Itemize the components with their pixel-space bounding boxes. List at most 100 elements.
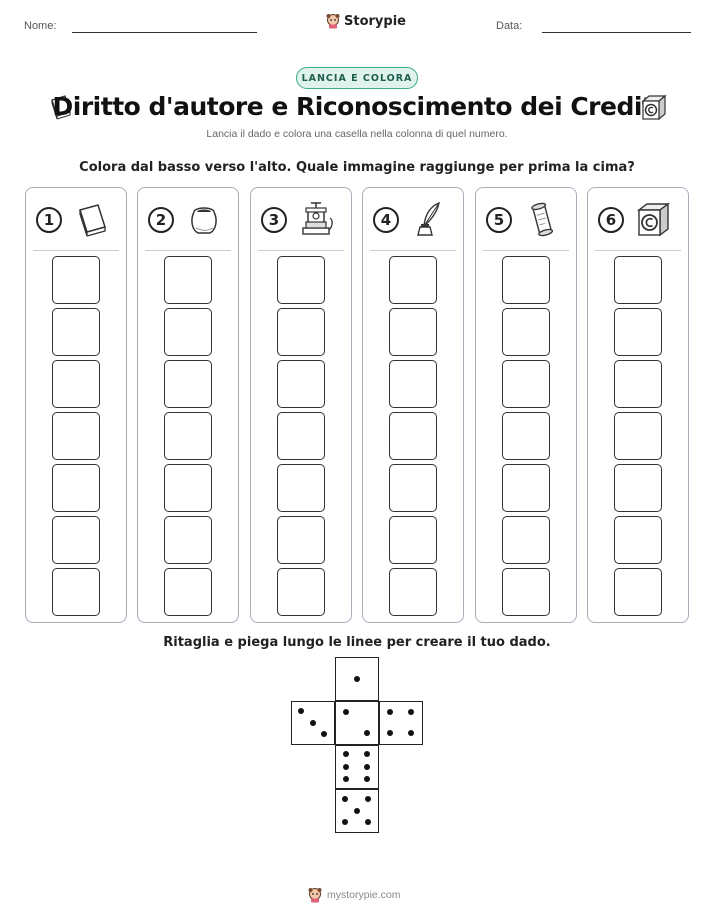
color-box[interactable] [277,412,325,460]
color-box[interactable] [502,308,550,356]
color-box[interactable] [52,464,100,512]
column-header: 3 [251,188,351,250]
color-box[interactable] [52,568,100,616]
page-subtitle: Lancia il dado e colora una casella nell… [206,128,508,140]
color-box[interactable] [277,308,325,356]
quill-inkwell-icon [409,200,449,240]
color-box[interactable] [277,568,325,616]
color-box[interactable] [502,360,550,408]
die-face [335,789,379,833]
die-face [335,745,379,789]
color-box[interactable] [164,516,212,564]
color-box[interactable] [614,516,662,564]
color-box[interactable] [502,412,550,460]
die-pip [363,763,370,770]
footer: mystorypie.com [308,887,401,903]
printing-press-icon [297,200,337,240]
column-header: 6 [588,188,688,250]
column-3: 3 [250,187,352,623]
color-box[interactable] [389,412,437,460]
die-pip [363,751,370,758]
die-number: 5 [486,207,512,233]
color-box[interactable] [164,568,212,616]
die-pip [343,709,350,716]
book-icon [51,95,71,120]
activity-badge: LANCIA E COLORA [296,67,418,89]
die-pip [320,730,327,737]
column-6: 6 [587,187,689,623]
die-pip [353,675,360,682]
column-divider [370,250,456,251]
column-1: 1 [25,187,127,623]
name-line[interactable] [72,32,257,33]
die-pip [407,729,414,736]
color-box[interactable] [389,568,437,616]
die-pip [364,818,371,825]
column-2: 2 [137,187,239,623]
color-box[interactable] [52,360,100,408]
name-label: Nome: [24,20,57,32]
date-label: Data: [496,20,523,32]
storypie-mascot-icon [308,888,322,903]
die-pip [387,709,394,716]
color-box[interactable] [277,464,325,512]
color-box[interactable] [164,412,212,460]
die-face [335,701,379,745]
date-line[interactable] [542,32,691,33]
die-pip [309,719,316,726]
color-box[interactable] [502,568,550,616]
color-box[interactable] [164,308,212,356]
color-box[interactable] [614,256,662,304]
column-header: 1 [26,188,126,250]
die-pip [298,708,305,715]
die-number: 6 [598,207,624,233]
column-4: 4 [362,187,464,623]
color-box[interactable] [502,464,550,512]
color-box[interactable] [502,516,550,564]
color-box[interactable] [502,256,550,304]
color-box[interactable] [614,360,662,408]
color-box[interactable] [52,256,100,304]
color-box[interactable] [277,516,325,564]
color-box[interactable] [389,308,437,356]
copyright-block-icon [641,94,667,121]
die-pip [353,807,360,814]
die-pip [342,818,349,825]
column-divider [33,250,119,251]
color-box[interactable] [389,516,437,564]
color-box[interactable] [389,256,437,304]
die-pip [343,751,350,758]
color-box[interactable] [614,308,662,356]
color-box[interactable] [164,360,212,408]
footer-url[interactable]: mystorypie.com [327,889,401,901]
die-pip [343,775,350,782]
die-pip [363,775,370,782]
color-box[interactable] [277,360,325,408]
color-box[interactable] [164,464,212,512]
color-box[interactable] [614,464,662,512]
color-box[interactable] [389,464,437,512]
die-pip [364,796,371,803]
color-box[interactable] [614,568,662,616]
die-pip [387,729,394,736]
color-box[interactable] [52,412,100,460]
column-header: 2 [138,188,238,250]
coloring-instruction: Colora dal basso verso l'alto. Quale imm… [79,160,635,175]
brand-name: Storypie [344,13,406,29]
color-box[interactable] [614,412,662,460]
color-box[interactable] [389,360,437,408]
column-divider [258,250,344,251]
color-box[interactable] [164,256,212,304]
page-title: Diritto d'autore e Riconoscimento dei Cr… [52,92,662,121]
color-box[interactable] [52,516,100,564]
brand-logo: Storypie [326,13,406,29]
scroll-icon [522,200,562,240]
color-box[interactable] [277,256,325,304]
color-box[interactable] [52,308,100,356]
die-number: 1 [36,207,62,233]
book-icon [72,200,112,240]
column-divider [145,250,231,251]
copyright-block-icon [634,200,674,240]
ink-pot-icon [184,200,224,240]
column-header: 5 [476,188,576,250]
